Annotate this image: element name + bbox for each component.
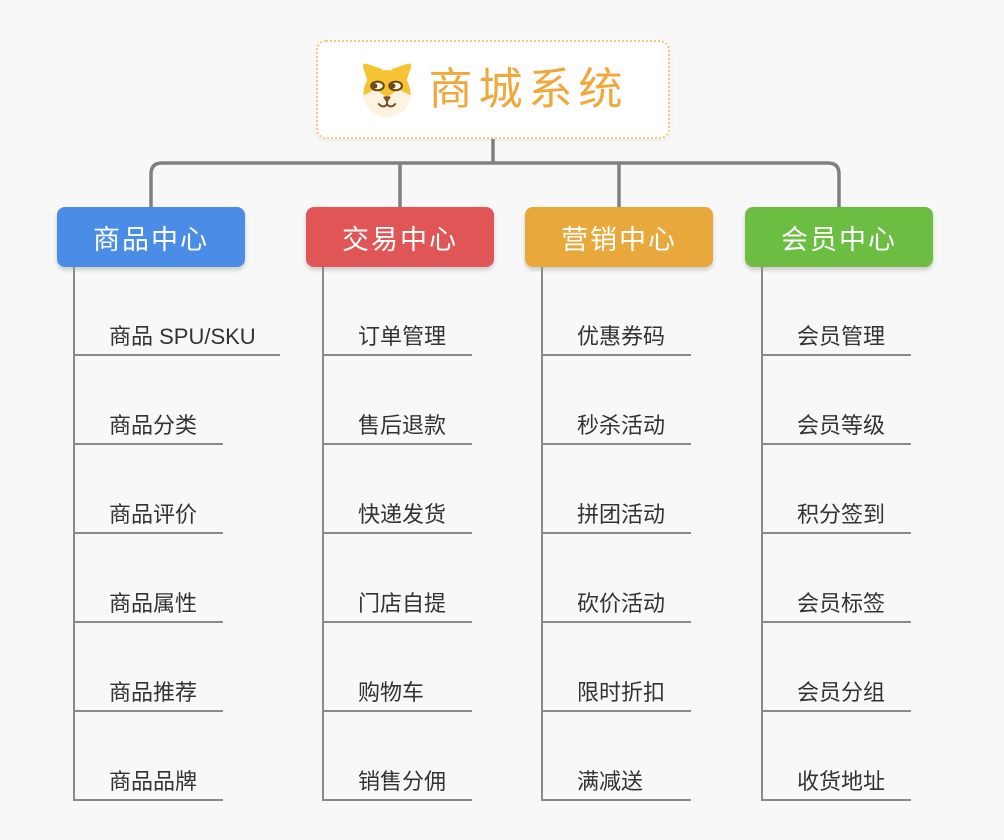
child-topic[interactable]: 秒杀活动 (543, 356, 691, 445)
child-topic[interactable]: 拼团活动 (543, 445, 691, 534)
child-topic-label: 订单管理 (358, 323, 447, 349)
child-topic-label: 快递发货 (358, 501, 447, 527)
child-topic-label: 秒杀活动 (577, 412, 666, 438)
branch-children: 会员管理 会员等级 积分签到 会员标签 会员分组 收货地址 (761, 267, 911, 801)
child-topic[interactable]: 商品属性 (75, 534, 223, 623)
branch-label: 交易中心 (342, 224, 458, 255)
branch-node-product-center[interactable]: 商品中心 (57, 207, 245, 267)
child-topic[interactable]: 满减送 (543, 712, 691, 801)
child-topic[interactable]: 会员标签 (763, 534, 911, 623)
branch-children: 优惠券码 秒杀活动 拼团活动 砍价活动 限时折扣 满减送 (541, 267, 691, 801)
child-topic[interactable]: 商品推荐 (75, 623, 223, 712)
child-topic[interactable]: 积分签到 (763, 445, 911, 534)
child-topic-label: 会员管理 (797, 323, 886, 349)
child-topic[interactable]: 购物车 (324, 623, 472, 712)
branch-node-member-center[interactable]: 会员中心 (745, 207, 933, 267)
child-topic-label: 限时折扣 (577, 679, 666, 705)
child-topic-label: 商品推荐 (109, 679, 198, 705)
branch-marketing-center: 营销中心 优惠券码 秒杀活动 拼团活动 砍价活动 限时折扣 满减送 (525, 207, 713, 801)
child-topic[interactable]: 会员等级 (763, 356, 911, 445)
branch-member-center: 会员中心 会员管理 会员等级 积分签到 会员标签 会员分组 收货地址 (745, 207, 933, 801)
child-topic-label: 满减送 (577, 768, 644, 794)
child-topic[interactable]: 门店自提 (324, 534, 472, 623)
child-topic[interactable]: 限时折扣 (543, 623, 691, 712)
child-topic-label: 会员分组 (797, 679, 886, 705)
child-topic[interactable]: 收货地址 (763, 712, 911, 801)
child-topic[interactable]: 商品品牌 (75, 712, 223, 801)
child-topic[interactable]: 订单管理 (324, 267, 472, 356)
child-topic[interactable]: 商品 SPU/SKU (75, 267, 280, 356)
child-topic-label: 收货地址 (797, 768, 886, 794)
child-topic[interactable]: 商品分类 (75, 356, 223, 445)
child-topic[interactable]: 商品评价 (75, 445, 223, 534)
branch-product-center: 商品中心 商品 SPU/SKU 商品分类 商品评价 商品属性 商品推荐 商品品牌 (57, 207, 280, 801)
branch-label: 会员中心 (781, 224, 897, 255)
child-topic[interactable]: 快递发货 (324, 445, 472, 534)
child-topic[interactable]: 优惠券码 (543, 267, 691, 356)
branch-children: 商品 SPU/SKU 商品分类 商品评价 商品属性 商品推荐 商品品牌 (73, 267, 280, 801)
child-topic[interactable]: 会员分组 (763, 623, 911, 712)
child-topic-label: 优惠券码 (577, 323, 666, 349)
child-topic-label: 会员等级 (797, 412, 886, 438)
branch-rail-line (149, 161, 841, 207)
branch-label: 营销中心 (561, 224, 677, 255)
child-topic-label: 门店自提 (358, 590, 447, 616)
root-label: 商城系统 (428, 64, 629, 114)
branch-node-marketing-center[interactable]: 营销中心 (525, 207, 713, 267)
child-topic[interactable]: 售后退款 (324, 356, 472, 445)
child-topic[interactable]: 砍价活动 (543, 534, 691, 623)
branch-node-trade-center[interactable]: 交易中心 (306, 207, 494, 267)
child-topic-label: 销售分佣 (358, 768, 447, 794)
child-topic[interactable]: 会员管理 (763, 267, 911, 356)
child-topic[interactable]: 销售分佣 (324, 712, 472, 801)
child-topic-label: 砍价活动 (577, 590, 666, 616)
child-topic-label: 积分签到 (797, 501, 886, 527)
child-topic-label: 会员标签 (797, 590, 886, 616)
branch-label: 商品中心 (93, 224, 209, 255)
child-topic-label: 商品分类 (109, 412, 198, 438)
child-topic-label: 拼团活动 (577, 501, 666, 527)
child-topic-label: 购物车 (358, 679, 425, 705)
branch-children: 订单管理 售后退款 快递发货 门店自提 购物车 销售分佣 (322, 267, 472, 801)
child-topic-label: 商品属性 (109, 590, 198, 616)
branch-trade-center: 交易中心 订单管理 售后退款 快递发货 门店自提 购物车 销售分佣 (306, 207, 494, 801)
shiba-dog-icon (362, 62, 411, 117)
child-topic-label: 商品 SPU/SKU (109, 323, 256, 349)
child-topic-label: 商品品牌 (109, 768, 198, 794)
root-node[interactable]: 商城系统 (316, 40, 670, 139)
child-topic-label: 售后退款 (358, 412, 447, 438)
child-topic-label: 商品评价 (109, 501, 198, 527)
